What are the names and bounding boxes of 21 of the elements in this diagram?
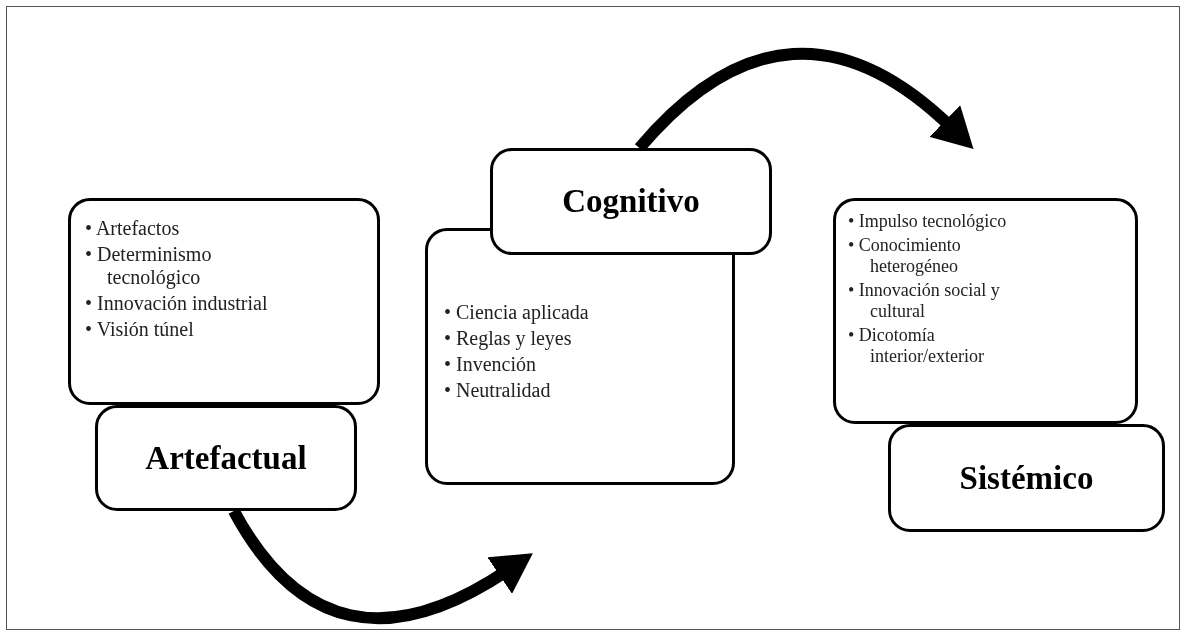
bullet-item: • Conocimiento heterogéneo <box>848 235 962 277</box>
heading-box <box>95 405 357 511</box>
bullet-item: • Innovación industrial <box>85 292 269 315</box>
bullet-item: • Reglas y leyes <box>444 327 573 350</box>
heading-text: Artefactual <box>145 439 307 477</box>
heading-text: Cognitivo <box>562 183 700 220</box>
bullet-item: • Invención <box>444 353 537 376</box>
heading-text: Sistémico <box>959 459 1094 497</box>
bullet-item: • Dicotomía interior/exterior <box>848 325 985 367</box>
bullet-item: • Artefactos <box>85 217 181 240</box>
bullet-item: • Visión túnel <box>85 318 195 341</box>
bullet-item: • Innovación social y cultural <box>848 280 1001 322</box>
heading-box <box>490 148 772 255</box>
bullet-item: • Determinismo tecnológico <box>85 243 213 289</box>
list-box <box>68 198 380 405</box>
heading-box <box>888 424 1165 532</box>
list-box <box>425 228 735 485</box>
bullet-item: • Neutralidad <box>444 379 552 402</box>
bullet-item: • Impulso tecnológico <box>848 211 1008 232</box>
list-box <box>833 198 1138 424</box>
bullet-item: • Ciencia aplicada <box>444 301 590 324</box>
